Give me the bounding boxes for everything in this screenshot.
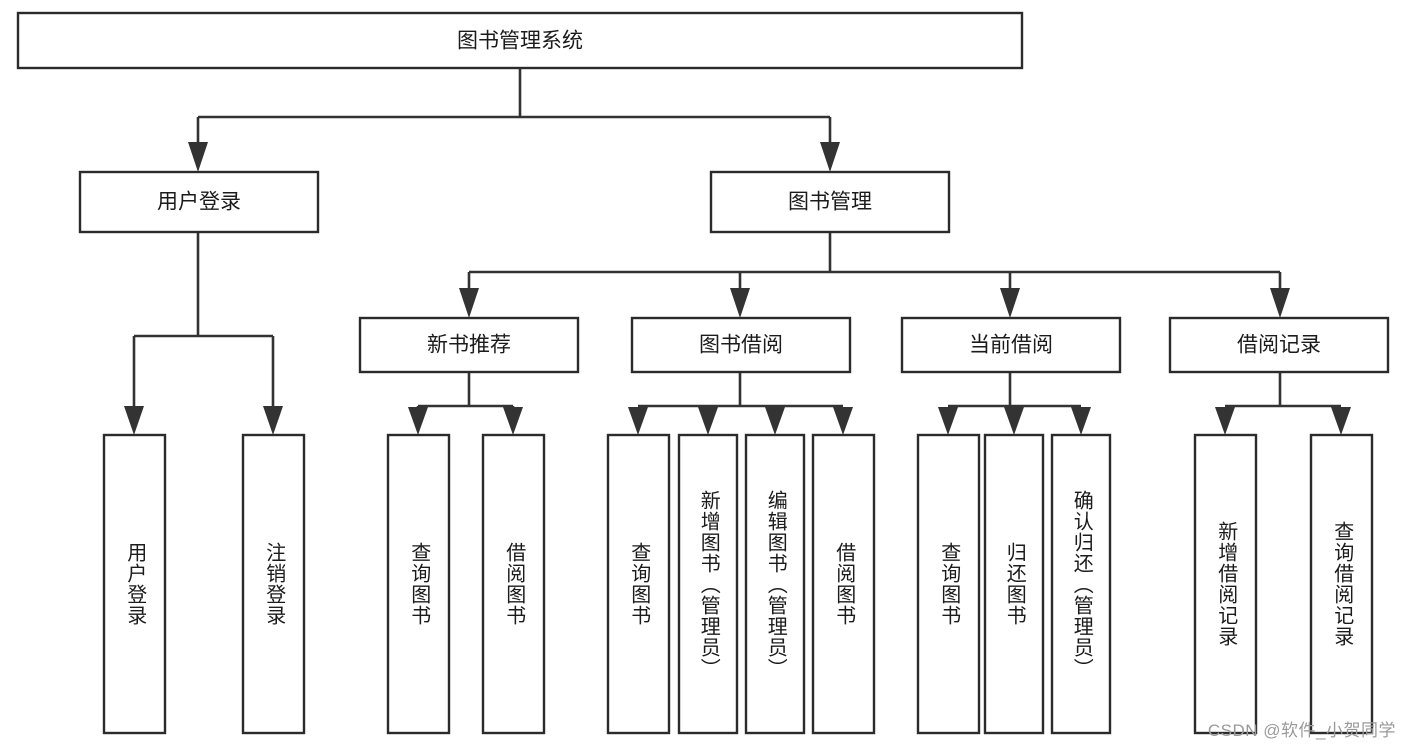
node-leaf-borrow-query-book-box[interactable] [606,433,671,735]
arrowhead-borrow-record [1270,288,1290,318]
arrowhead-new-book-rec [459,288,479,318]
connector-group-book-manage [459,232,1290,318]
node-leaf-current-return-book-box[interactable] [983,433,1045,735]
arrowhead-borrow-edit-book [765,407,785,435]
node-current-borrow[interactable]: 当前借阅 [900,316,1122,374]
arrowhead-rec-query-book [408,407,428,435]
node-new-book-rec-label: 新书推荐 [427,334,511,357]
arrowhead-current-borrow [1000,288,1020,318]
arrowhead-book-manage [820,142,840,172]
arrowhead-leaf-user-logout [263,406,283,435]
node-new-book-rec-box[interactable] [358,316,580,374]
node-book-manage[interactable]: 图书管理 [709,170,951,234]
node-user-login-box[interactable] [78,170,320,234]
node-leaf-record-query-box[interactable] [1309,433,1374,735]
node-book-borrow-label: 图书借阅 [699,334,783,357]
node-leaf-rec-query-book-box[interactable] [386,433,451,735]
arrowhead-borrow-query-book [628,407,648,435]
arrowhead-record-add [1215,407,1235,435]
arrowhead-current-confirm-return [1071,407,1091,435]
arrowhead-user-login [188,142,208,172]
node-current-borrow-box[interactable] [900,316,1122,374]
node-book-borrow-box[interactable] [630,316,852,374]
node-book-manage-box[interactable] [709,170,951,234]
connector-group-borrow-record [1215,372,1351,435]
connector-group-book-borrow [628,372,853,435]
node-root-label: 图书管理系统 [457,30,583,53]
node-leaf-user-logout-box[interactable] [241,433,306,735]
node-user-login[interactable]: 用户登录 [78,170,320,234]
arrowhead-current-return-book [1004,407,1024,435]
node-leaf-borrow-add-book-box[interactable] [677,433,739,735]
arrowhead-leaf-user-login [124,406,144,435]
node-borrow-record-box[interactable] [1168,316,1390,374]
arrowhead-rec-borrow-book [503,407,523,435]
node-leaf-current-confirm-return-box[interactable] [1050,433,1112,735]
node-leaf-record-add-box[interactable] [1193,433,1258,735]
connector-group-current-borrow [938,372,1091,435]
csdn-watermark: CSDN @软件_小贺同学 [1207,721,1396,740]
node-leaf-borrow-edit-book-box[interactable] [744,433,806,735]
node-current-borrow-label: 当前借阅 [969,334,1053,357]
node-leaf-rec-borrow-book-box[interactable] [481,433,546,735]
arrowhead-book-borrow [730,288,750,318]
node-leaf-user-login-box[interactable] [102,433,167,735]
node-leaf-borrow-borrow-book-box[interactable] [811,433,876,735]
connector-group-user-login [124,232,283,435]
arrowhead-current-query-book [938,407,958,435]
arrowhead-borrow-borrow-book [833,407,853,435]
arrowhead-record-query [1331,407,1351,435]
connector-group-new-book-rec [408,372,523,435]
node-borrow-record[interactable]: 借阅记录 [1168,316,1390,374]
node-borrow-record-label: 借阅记录 [1237,334,1321,357]
node-book-manage-label: 图书管理 [788,191,872,214]
node-new-book-rec[interactable]: 新书推荐 [358,316,580,374]
node-leaf-current-query-book-box[interactable] [916,433,981,735]
node-user-login-label: 用户登录 [157,191,241,214]
node-root[interactable]: 图书管理系统 [16,11,1024,70]
arrowhead-borrow-add-book [698,407,718,435]
connector-group-root [188,68,840,172]
node-book-borrow[interactable]: 图书借阅 [630,316,852,374]
node-root-box[interactable] [16,11,1024,70]
